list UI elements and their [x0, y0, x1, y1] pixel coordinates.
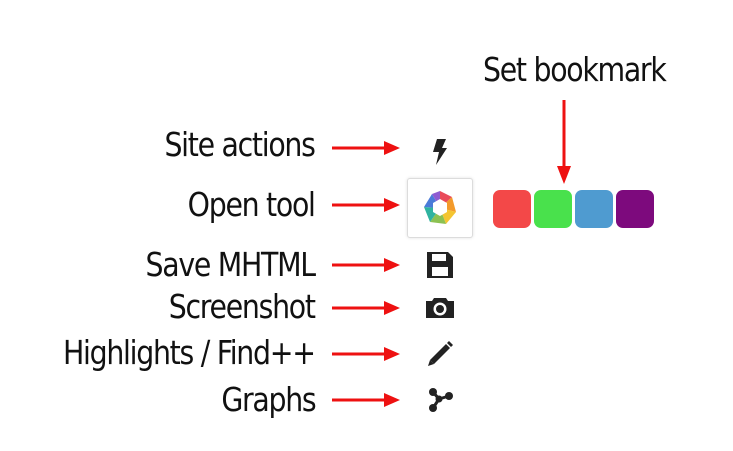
screenshot-label: Screenshot — [169, 287, 316, 326]
open-tool-arrow — [332, 198, 400, 212]
save-mhtml-arrow — [332, 258, 400, 272]
bookmark-color-purple[interactable] — [616, 190, 654, 228]
site-actions-arrow — [332, 141, 400, 155]
graphs-label: Graphs — [220, 380, 316, 419]
open-tool-button[interactable] — [407, 178, 473, 238]
site-actions-button[interactable] — [423, 135, 457, 169]
highlights-find-button[interactable] — [423, 337, 457, 371]
highlights-find-label: Highlights / Find++ — [63, 333, 316, 372]
set-bookmark-label: Set bookmark — [483, 50, 667, 89]
screenshot-arrow — [332, 301, 400, 315]
pencil-icon — [428, 341, 453, 366]
site-actions-label: Site actions — [164, 125, 316, 164]
bookmark-color-red[interactable] — [493, 190, 531, 228]
graphs-button[interactable] — [423, 383, 457, 417]
graph-nodes-icon — [429, 388, 453, 412]
screenshot-button[interactable] — [423, 291, 457, 325]
highlights-find-arrow — [332, 347, 400, 361]
camera-icon — [426, 298, 454, 318]
bookmark-color-blue[interactable] — [575, 190, 613, 228]
graphs-arrow — [332, 393, 400, 407]
save-mhtml-button[interactable] — [423, 248, 457, 282]
save-mhtml-label: Save MHTML — [145, 245, 317, 284]
open-tool-label: Open tool — [188, 185, 316, 224]
set-bookmark-arrow — [557, 100, 571, 184]
lightning-bolt-icon — [433, 139, 447, 165]
colorful-hexagon-logo-icon — [424, 191, 456, 224]
bookmark-color-green[interactable] — [534, 190, 572, 228]
floppy-disk-icon — [427, 252, 453, 278]
